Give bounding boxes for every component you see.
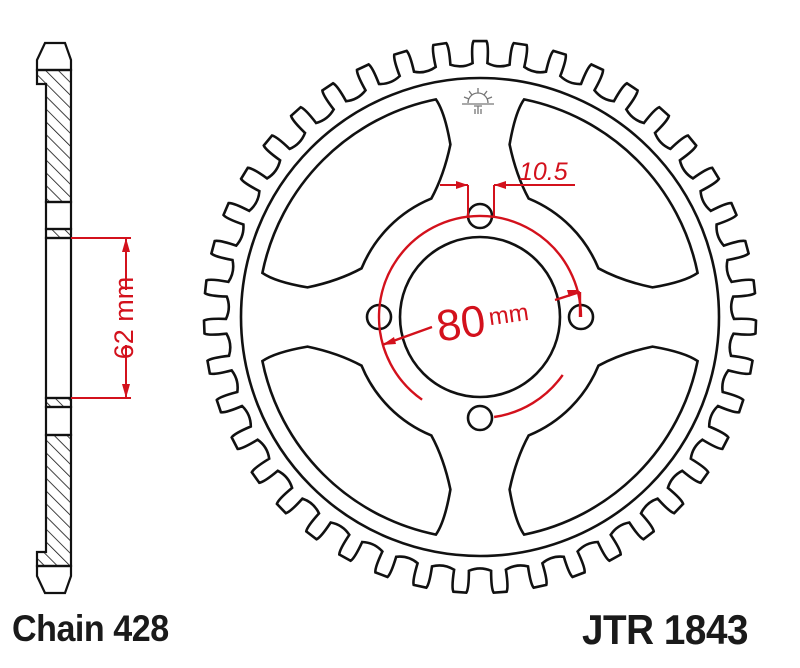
- hub-width-label: 62 mm: [109, 277, 139, 360]
- lightening-window: [260, 97, 452, 289]
- side-tooth-bottom: [35, 564, 73, 595]
- pcd-dimension: [377, 214, 583, 419]
- side-flange-top: [35, 68, 73, 204]
- pcd-unit-label: mm: [487, 299, 530, 331]
- side-tooth-top: [35, 41, 73, 72]
- bolt-hole: [466, 404, 494, 432]
- lightening-window: [508, 97, 700, 289]
- lightening-window: [260, 345, 452, 537]
- lightening-windows: [260, 97, 700, 537]
- sprocket-teeth: [202, 39, 758, 595]
- side-flange-bottom: [35, 433, 73, 568]
- side-hub-top: [44, 227, 73, 240]
- side-hub-bottom: [44, 396, 73, 409]
- pcd-value-label: 80: [433, 296, 488, 351]
- sprocket-rim: [239, 76, 721, 558]
- front-view: 10.5 80 mm: [202, 39, 758, 595]
- side-view: [35, 41, 73, 595]
- bolt-hole-dimension-label: 10.5: [519, 158, 568, 186]
- jt-logo-icon: [462, 88, 494, 114]
- chain-size-label: Chain 428: [12, 608, 169, 649]
- lightening-window: [508, 345, 700, 537]
- part-number-label: JTR 1843: [582, 606, 749, 653]
- center-bore: [398, 235, 562, 399]
- bolt-hole-dimension: 10.5: [440, 158, 575, 218]
- hub-width-dimension: 62 mm: [71, 237, 139, 399]
